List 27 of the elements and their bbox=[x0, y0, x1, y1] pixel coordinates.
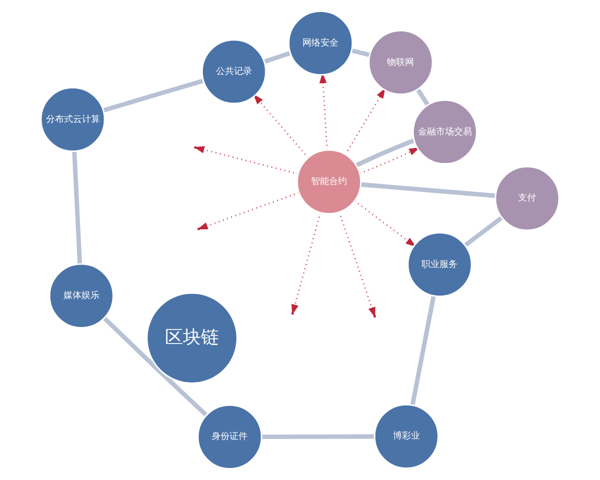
connector bbox=[264, 50, 291, 64]
connector bbox=[351, 48, 370, 58]
node-circle: 金融市场交易 bbox=[412, 99, 478, 165]
connector bbox=[262, 434, 374, 440]
node-circle: 分布式云计算 bbox=[40, 86, 106, 152]
arrow bbox=[253, 94, 309, 158]
node-circle: 物联网 bbox=[368, 30, 434, 95]
node-circle: 身份证件 bbox=[197, 404, 262, 470]
node-circle: 媒体娱乐 bbox=[48, 263, 114, 328]
node-circle: 区块链 bbox=[146, 292, 238, 384]
connector bbox=[72, 151, 82, 264]
node-circle: 支付 bbox=[494, 166, 560, 231]
arrow bbox=[360, 148, 420, 174]
connector bbox=[416, 88, 430, 106]
node-circle: 智能合约 bbox=[296, 149, 362, 214]
arrow bbox=[194, 146, 298, 175]
node-circle: 博彩业 bbox=[374, 404, 439, 469]
connector bbox=[464, 216, 504, 248]
node-circle: 网络安全 bbox=[288, 10, 354, 76]
connector bbox=[360, 182, 496, 198]
connector bbox=[410, 296, 436, 406]
connector bbox=[102, 316, 208, 417]
arrow bbox=[291, 212, 322, 315]
node-circle: 职业服务 bbox=[407, 232, 472, 298]
connector bbox=[356, 138, 415, 168]
arrow bbox=[197, 192, 300, 230]
connector bbox=[102, 78, 204, 112]
